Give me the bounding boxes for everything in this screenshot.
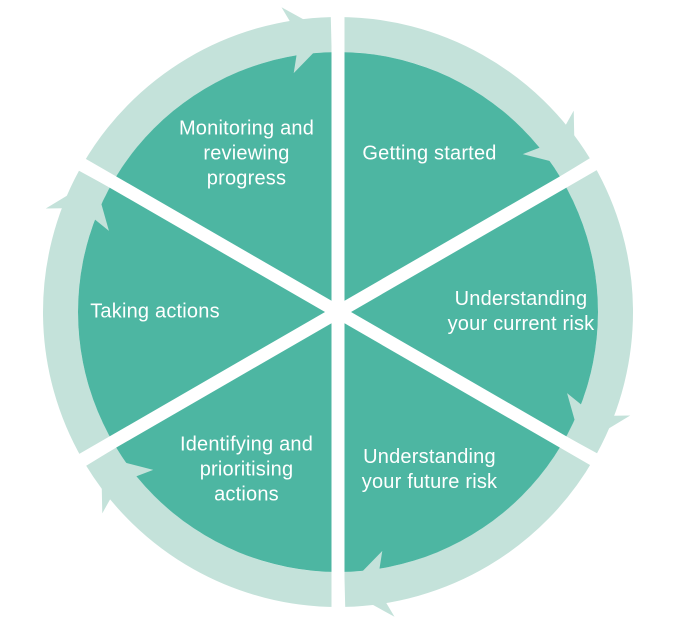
cycle-ring-arc — [82, 17, 332, 183]
arrowhead-icon — [344, 550, 395, 617]
segment-divider — [40, 136, 636, 488]
arrowhead-icon — [281, 7, 332, 74]
cycle-ring-arc — [337, 17, 590, 177]
arrowhead-icon — [522, 110, 575, 168]
cycle-ring-arc — [86, 447, 339, 607]
cycle-ring-arc — [43, 170, 113, 460]
arrowhead-icon — [101, 456, 154, 514]
cycle-ring-arc — [563, 164, 633, 454]
arrowhead-icon — [45, 179, 109, 231]
cycle-ring-arc — [344, 441, 594, 607]
arrowhead-icon — [567, 393, 631, 445]
